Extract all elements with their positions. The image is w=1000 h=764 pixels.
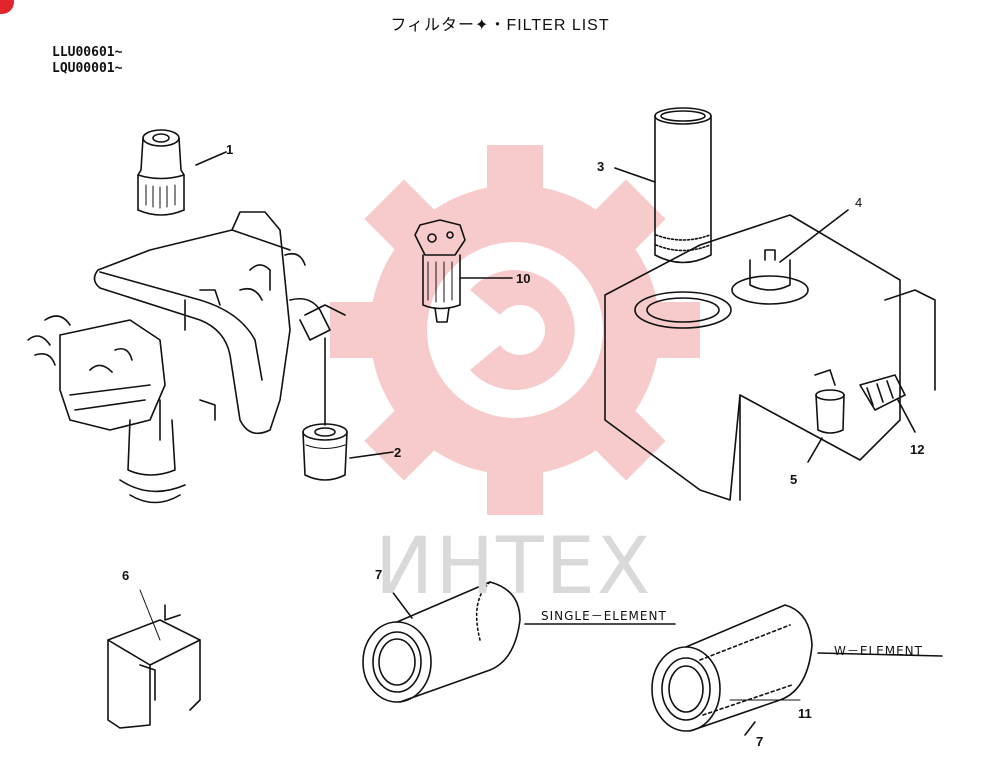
callout-5: 5 (790, 472, 798, 487)
leader-2 (349, 451, 394, 459)
watermark-text: ИНТЕХ (375, 522, 653, 612)
callout-3: 3 (597, 159, 605, 174)
watermark-gear-icon (330, 145, 700, 515)
w-element-underline (817, 652, 943, 657)
leader-12 (897, 399, 916, 433)
part-3-filter (654, 107, 712, 264)
callout-10: 10 (516, 271, 531, 286)
callout-6: 6 (122, 568, 130, 583)
part-2-filter (302, 337, 348, 481)
callout-4: 4 (855, 195, 863, 210)
leader-1 (195, 151, 227, 166)
callout-7-double: 7 (756, 734, 764, 749)
callout-12: 12 (910, 442, 925, 457)
part-1-filter (137, 129, 185, 216)
w-element-filter (651, 604, 813, 732)
leader-7b (744, 721, 756, 736)
leader-7a (384, 581, 413, 619)
part-5-filter (814, 369, 845, 434)
callout-11: 11 (798, 706, 812, 721)
engine-block (27, 211, 346, 504)
part-12-strainer (859, 374, 906, 411)
callout-2: 2 (394, 445, 402, 460)
callout-1: 1 (226, 142, 234, 157)
single-element-label: SINGLE－ELEMENT (541, 609, 667, 623)
single-element-filter (362, 581, 521, 703)
w-element-label: W－ELEMENT (834, 644, 923, 658)
part-6-filter (107, 589, 201, 729)
hydraulic-tank (604, 214, 936, 501)
leader-5 (807, 437, 823, 463)
serial-range-2: LQU00001~ (52, 61, 123, 76)
callout-7-single: 7 (375, 567, 383, 582)
leader-4 (779, 209, 849, 263)
leader-3 (614, 167, 656, 183)
serial-range-1: LLU00601~ (52, 45, 123, 60)
part-10-filter (414, 219, 466, 323)
page-title: フィルター✦・FILTER LIST (390, 17, 610, 34)
